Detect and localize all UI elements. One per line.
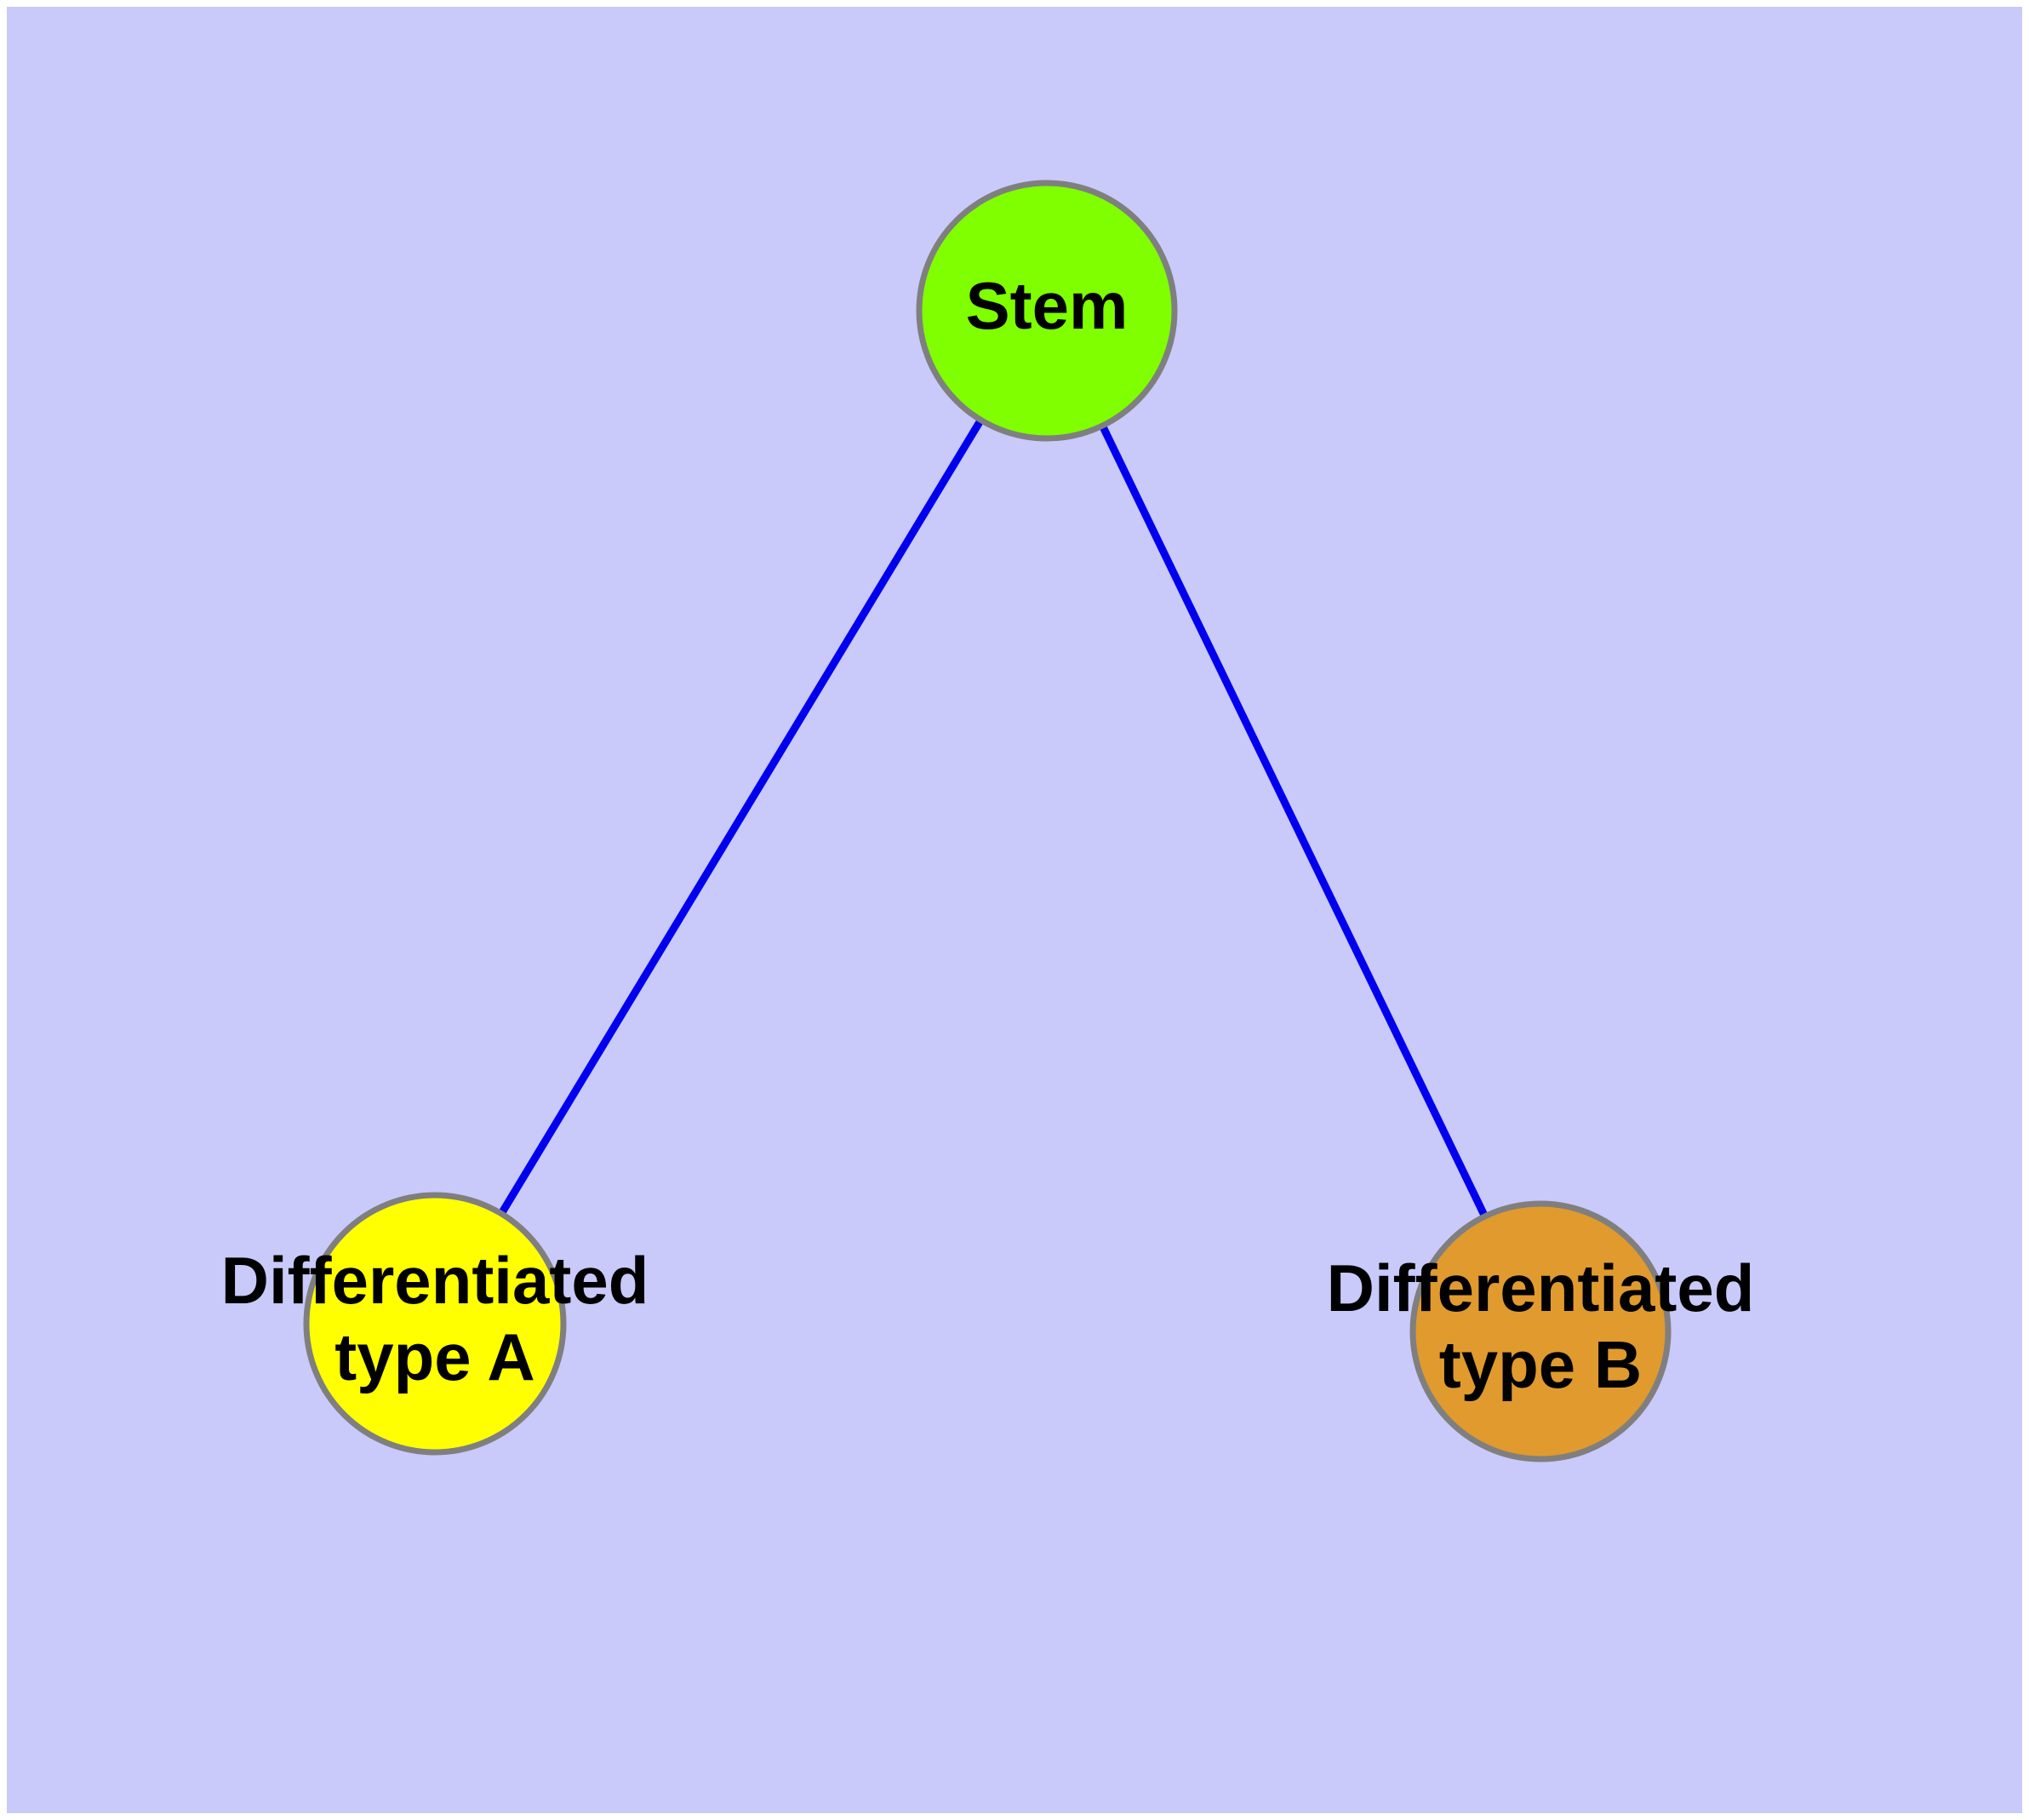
node-stem[interactable] bbox=[916, 180, 1178, 442]
node-differentiated-type-a[interactable] bbox=[303, 1192, 567, 1456]
edge-stem-to-diff-b[interactable] bbox=[1096, 419, 1491, 1223]
edge-stem-to-diff-a[interactable] bbox=[495, 413, 987, 1221]
edge-layer bbox=[495, 413, 1491, 1223]
node-layer bbox=[303, 180, 1672, 1462]
node-differentiated-type-b[interactable] bbox=[1409, 1200, 1672, 1462]
node-label-stem: Stem bbox=[966, 268, 1129, 343]
